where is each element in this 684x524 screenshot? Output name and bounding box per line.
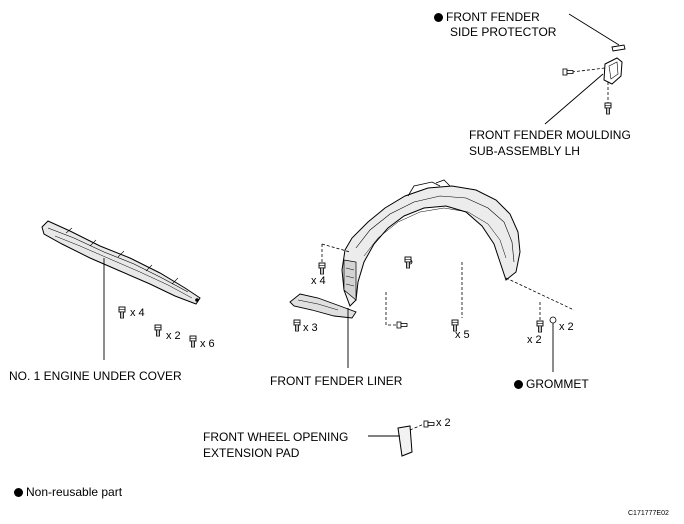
- under-cover-label: NO. 1 ENGINE UNDER COVER: [9, 369, 182, 383]
- screw-icon: [423, 420, 435, 428]
- screw-icon: [562, 68, 574, 76]
- moulding-label-line2: SUB-ASSEMBLY LH: [469, 144, 580, 158]
- grommet-label: GROMMET: [514, 377, 589, 391]
- qty-under-cover-c: x 6: [200, 338, 215, 350]
- bolt-icon: [604, 102, 612, 115]
- side-protector-label-line2: SIDE PROTECTOR: [450, 25, 557, 39]
- extension-pad-label-line1: FRONT WHEEL OPENING: [203, 430, 349, 444]
- bolt-icon: [318, 262, 326, 275]
- legend: Non-reusable part: [14, 485, 122, 499]
- bolt-icon: [118, 306, 126, 319]
- side-protector-part: [611, 44, 626, 52]
- engine-under-cover-part: [41, 220, 201, 305]
- bolt-icon: [154, 324, 162, 337]
- fender-liner-part: [289, 179, 521, 319]
- figure-code: C171777E02: [628, 510, 669, 517]
- qty-liner-right-a: x 2: [527, 334, 542, 346]
- bolt-icon: [189, 335, 197, 348]
- grommet-label-text: GROMMET: [526, 377, 589, 391]
- qty-under-cover-b: x 2: [166, 330, 181, 342]
- bolt-icon: [536, 320, 544, 333]
- side-protector-label: FRONT FENDER: [434, 10, 540, 24]
- side-protector-label-line1: FRONT FENDER: [446, 10, 540, 24]
- moulding-part: [603, 57, 623, 85]
- grommet-part: [549, 316, 557, 324]
- qty-liner-mid: x 5: [455, 329, 470, 341]
- qty-under-cover-a: x 4: [130, 307, 145, 319]
- qty-liner-left: x 3: [303, 322, 318, 334]
- moulding-label-line1: FRONT FENDER MOULDING: [469, 128, 631, 142]
- qty-liner-top: x 4: [311, 275, 326, 287]
- fender-liner-label: FRONT FENDER LINER: [270, 374, 403, 388]
- non-reusable-dot-icon: [514, 380, 523, 389]
- non-reusable-dot-icon: [14, 488, 23, 497]
- non-reusable-dot-icon: [434, 13, 443, 22]
- qty-pad: x 2: [436, 417, 451, 429]
- extension-pad-part: [397, 425, 413, 457]
- legend-text: Non-reusable part: [26, 485, 123, 499]
- extension-pad-label-line2: EXTENSION PAD: [203, 446, 300, 460]
- qty-liner-right-b: x 2: [559, 321, 574, 333]
- bolt-icon: [293, 319, 301, 332]
- screw-icon: [396, 321, 408, 329]
